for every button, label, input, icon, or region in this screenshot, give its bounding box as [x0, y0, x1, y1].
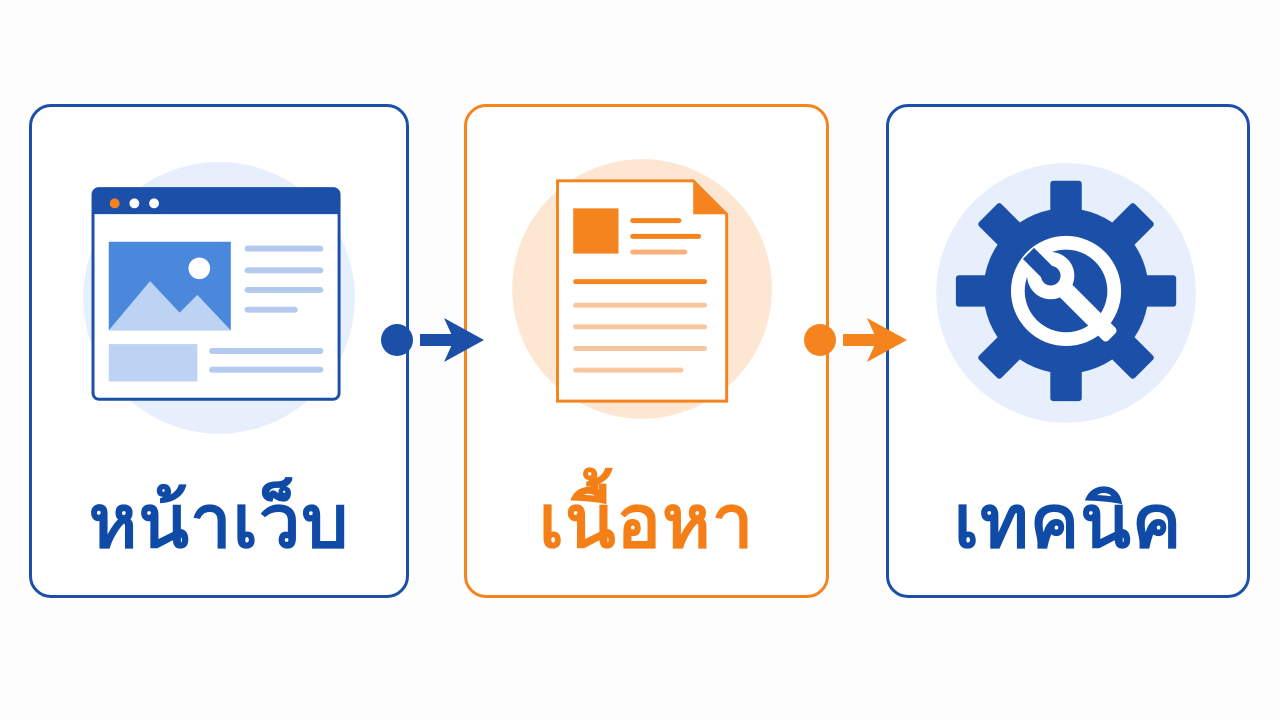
step-label-webpage: หน้าเว็บ [88, 479, 350, 565]
step-label-technique: เทคนิค [953, 479, 1183, 565]
technique-illustration [889, 123, 1247, 453]
connector-content-to-technique [795, 310, 915, 370]
connector-webpage-to-content [372, 310, 492, 370]
step-card-content: เนื้อหา [464, 104, 829, 598]
webpage-illustration [32, 123, 406, 453]
step-card-webpage: หน้าเว็บ [29, 104, 409, 598]
arrow-right-icon [381, 318, 484, 362]
webpage-browser-icon [83, 162, 355, 434]
document-icon [512, 159, 772, 419]
step-label-content: เนื้อหา [538, 479, 755, 565]
arrow-right-icon [804, 318, 907, 362]
step-card-technique: เทคนิค [886, 104, 1250, 598]
content-illustration [467, 123, 826, 453]
gear-wrench-icon [936, 163, 1196, 423]
